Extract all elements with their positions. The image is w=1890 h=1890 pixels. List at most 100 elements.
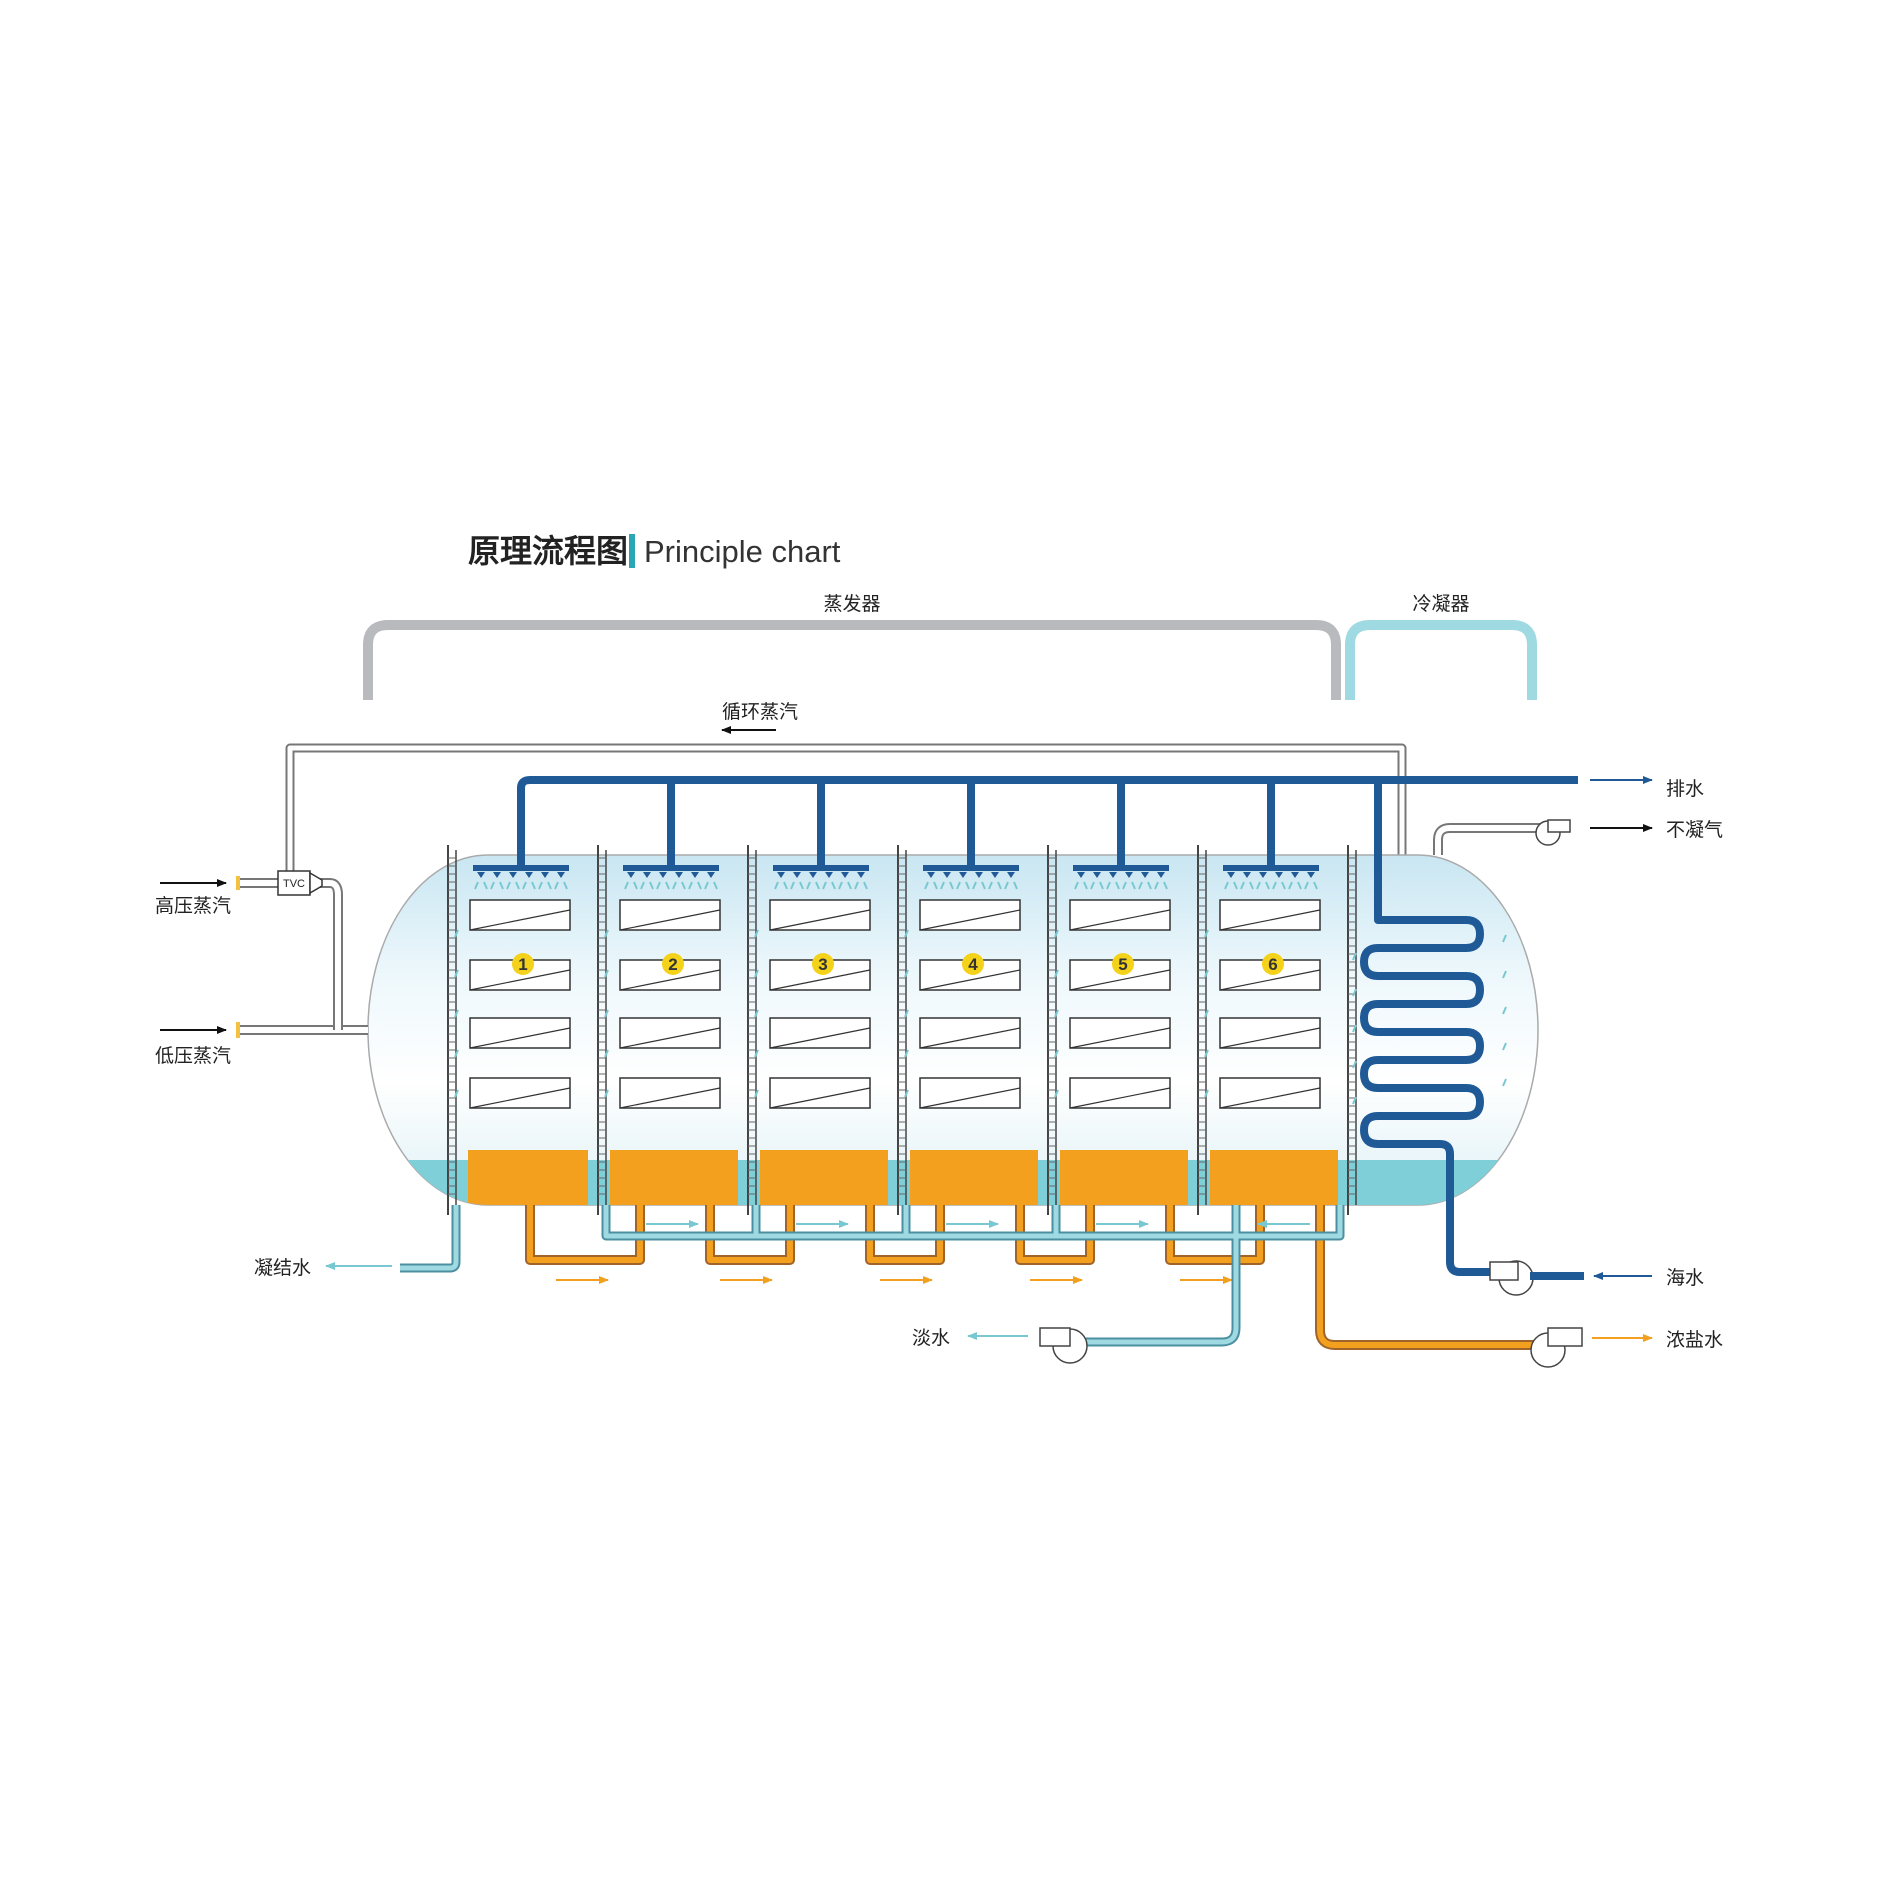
- condensate-droplet: [904, 1049, 909, 1058]
- tube-bundle: [1069, 1077, 1171, 1109]
- tube-bundle: [1069, 959, 1171, 991]
- tube-bundle: [1219, 959, 1321, 991]
- title-accent-bar: [629, 534, 635, 568]
- condensate-droplet: [1054, 1009, 1059, 1018]
- condensate-droplet: [454, 969, 459, 978]
- seawater-pump: [1489, 1260, 1534, 1296]
- condensate-droplet: [904, 1009, 909, 1018]
- brine-pools: [468, 1150, 1338, 1205]
- tube-bundle: [469, 899, 571, 931]
- evaporator-label: 蒸发器: [823, 593, 880, 615]
- tube-bundle: [769, 899, 871, 931]
- spray-nozzle-group: [1073, 780, 1169, 890]
- fresh-water-piping-fill: [603, 1205, 1343, 1345]
- condensate-droplet: [1204, 1089, 1209, 1098]
- condensate-droplet: [754, 969, 759, 978]
- effect-number: 4: [968, 955, 978, 974]
- condensate-droplet: [904, 1089, 909, 1098]
- spray-nozzle-group: [773, 780, 869, 890]
- fresh-water-pump: [1039, 1327, 1088, 1364]
- effect-4: 4: [904, 899, 1021, 1109]
- condensate-droplet: [1054, 969, 1059, 978]
- condensate-droplet: [454, 1049, 459, 1058]
- brine-label: 浓盐水: [1666, 1329, 1723, 1351]
- tube-bundle: [769, 1017, 871, 1049]
- tube-bundle: [469, 1017, 571, 1049]
- effect-number: 1: [518, 955, 527, 974]
- tube-bundle: [1219, 899, 1321, 931]
- partition-wall: [1047, 845, 1057, 1215]
- tube-bundle: [769, 959, 871, 991]
- effect-number-badge: [812, 953, 834, 975]
- brine-piping: [525, 1205, 1540, 1350]
- condensate-pipe: [400, 1205, 459, 1271]
- condensate-label: 凝结水: [254, 1257, 311, 1279]
- seawater-header: [517, 776, 1578, 868]
- condenser-label: 冷凝器: [1412, 593, 1469, 615]
- evaporator-bracket: [363, 620, 1341, 700]
- tube-bundle: [469, 1077, 571, 1109]
- spray-nozzle-group: [623, 780, 719, 890]
- title-en: Principle chart: [644, 534, 841, 569]
- condensate-droplet: [904, 969, 909, 978]
- effect-number-badge: [962, 953, 984, 975]
- condensate-droplet: [1054, 929, 1059, 938]
- spray-nozzle-group: [923, 780, 1019, 890]
- tube-bundle: [1219, 1017, 1321, 1049]
- effect-number-badge: [1262, 953, 1284, 975]
- partition-wall: [747, 845, 757, 1215]
- tube-bundle: [619, 899, 721, 931]
- condensate-droplet: [454, 1009, 459, 1018]
- tube-bundle: [1219, 1077, 1321, 1109]
- effect-number: 5: [1118, 955, 1127, 974]
- effect-5: 5: [1054, 899, 1171, 1109]
- spray-nozzle-group: [1223, 780, 1319, 890]
- condensate-droplet: [754, 929, 759, 938]
- tube-bundle: [919, 1077, 1021, 1109]
- tube-bundle: [919, 959, 1021, 991]
- tube-bundle: [469, 959, 571, 991]
- condensate-droplet: [1204, 1049, 1209, 1058]
- effect-6: 6: [1204, 899, 1321, 1109]
- drain-label: 排水: [1666, 778, 1704, 800]
- condensate-droplet: [604, 929, 609, 938]
- tvc-ejector: TVC: [277, 870, 323, 896]
- condenser-droplets: [1352, 934, 1507, 1105]
- tube-bundle: [919, 1017, 1021, 1049]
- brine-pump: [1530, 1327, 1583, 1368]
- condensate-droplet: [904, 929, 909, 938]
- effect-1: 1: [454, 899, 571, 1109]
- non-condensable-gas-label: 不凝气: [1666, 819, 1723, 841]
- spray-nozzle-group: [473, 865, 569, 890]
- condensate-droplet: [1204, 929, 1209, 938]
- effect-number-badge: [662, 953, 684, 975]
- effect-2: 2: [604, 899, 721, 1109]
- effect-partitions: [447, 845, 1357, 1215]
- tube-bundle: [619, 1077, 721, 1109]
- effect-number-badge: [1112, 953, 1134, 975]
- condensate-droplet: [754, 1009, 759, 1018]
- effect-3: 3: [754, 899, 871, 1109]
- condensate-droplet: [604, 1049, 609, 1058]
- recycle-steam-label: 循环蒸汽: [722, 701, 798, 723]
- fresh-water-piping: [601, 1205, 1345, 1347]
- condensate-droplet: [604, 1089, 609, 1098]
- condensate-droplet: [1054, 1049, 1059, 1058]
- recycle-steam-line: [287, 745, 1405, 878]
- tvc-label: TVC: [283, 878, 305, 890]
- partition-wall: [897, 845, 907, 1215]
- condenser-coil: [1360, 780, 1508, 1276]
- partition-wall: [1197, 845, 1207, 1215]
- title-zh: 原理流程图: [468, 532, 628, 570]
- tvc-outlet-pipe: [318, 880, 341, 1030]
- spray-nozzle-groups: [473, 780, 1319, 890]
- tube-bundle: [619, 1017, 721, 1049]
- tube-bundle: [919, 899, 1021, 931]
- effect-number-badge: [512, 953, 534, 975]
- vacuum-pump: [1535, 819, 1571, 846]
- seawater-label: 海水: [1666, 1267, 1704, 1289]
- condensate-droplet: [454, 929, 459, 938]
- low-pressure-steam-label: 低压蒸汽: [155, 1045, 231, 1067]
- fresh-water-label: 淡水: [912, 1327, 950, 1349]
